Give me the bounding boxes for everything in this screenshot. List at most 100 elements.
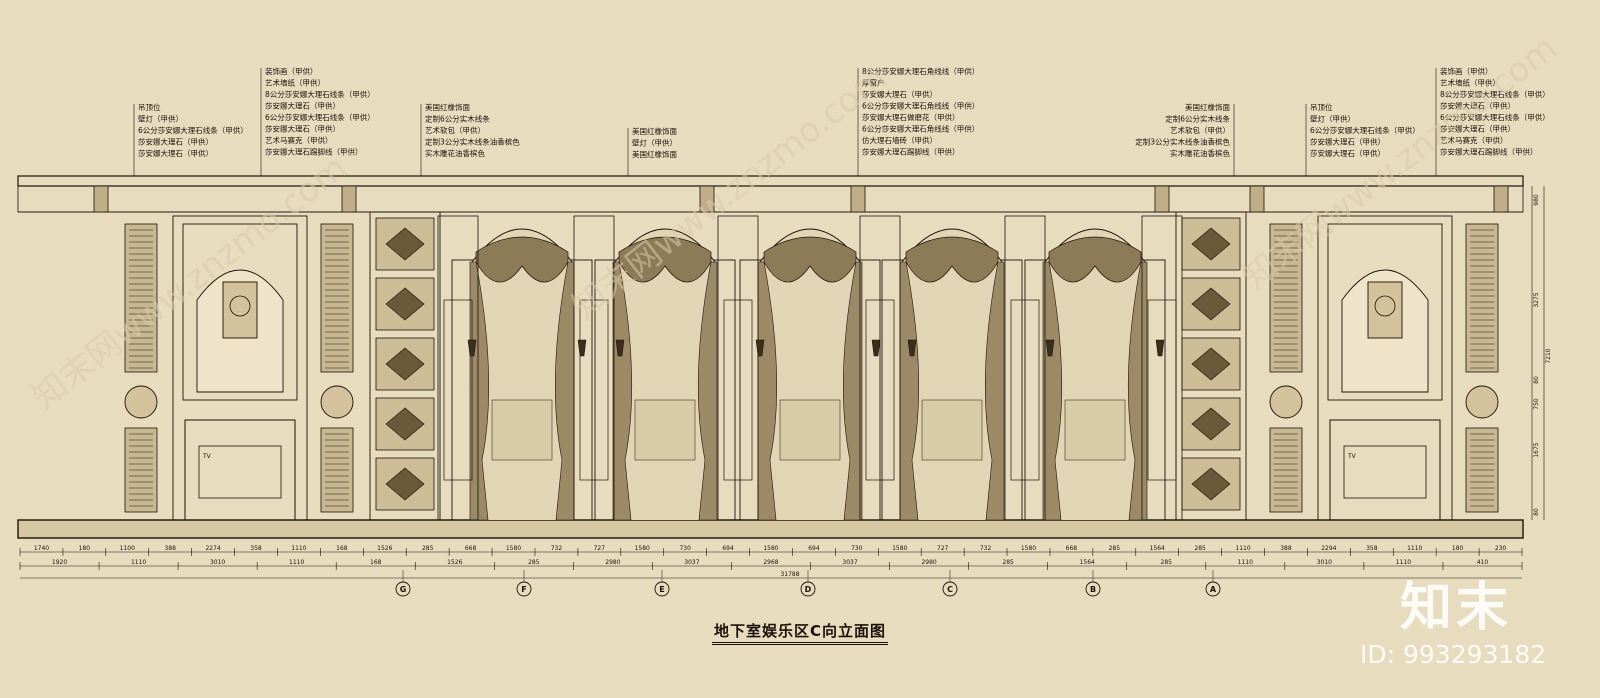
annotation-label: 莎安娜大理石（甲供） <box>1440 124 1515 134</box>
dimension-label: 1580 <box>506 545 521 552</box>
axis-bubble <box>800 581 816 597</box>
annotation-label: 6公分莎安娜大理石线条（甲供） <box>1310 125 1420 135</box>
annotation-label: 壁灯（甲供） <box>1310 114 1355 124</box>
annotation-label: 美国红橡饰面 <box>1185 102 1230 112</box>
tv-label: TV <box>1347 453 1357 460</box>
annotation-label: 实木雕花油香槟色 <box>425 148 485 158</box>
louver-panel <box>1465 223 1499 373</box>
carved-diamond <box>1191 467 1231 501</box>
cornice-ornament <box>1249 185 1265 213</box>
annotation-label: 壁灯（甲供） <box>632 138 677 148</box>
cornice-ornament <box>93 185 109 213</box>
dimension-label: 1580 <box>763 545 778 552</box>
dimension-label: 180 <box>79 545 91 552</box>
inset-panel <box>443 299 473 481</box>
annotation-label: 定制3公分实木线条油香槟色 <box>1135 137 1230 147</box>
carved-diamond <box>1191 407 1231 441</box>
dimension-label: 2980 <box>605 559 620 566</box>
valance-drape <box>618 236 712 283</box>
vertical-dimension-label: 80 <box>1533 508 1540 516</box>
dimension-label: 358 <box>250 545 262 552</box>
dimension-label: 3010 <box>210 559 225 566</box>
inset-panel <box>723 299 753 481</box>
annotation-label: 美国红橡饰面 <box>632 149 677 159</box>
annotation-label: 定制6公分实木线条 <box>1165 114 1230 124</box>
dimension-label: 1110 <box>1238 559 1253 566</box>
dimension-label: 668 <box>465 545 477 552</box>
inset-panel <box>1010 299 1040 481</box>
annotation-label: 厚窗户 <box>862 78 885 88</box>
wall-sconce-icon <box>755 339 765 357</box>
annotation-label: 艺术马赛克（甲供） <box>1440 135 1508 145</box>
dimension-label: 1110 <box>1396 559 1411 566</box>
right-curtain <box>984 261 1005 521</box>
carved-diamond <box>1191 347 1231 381</box>
sheer-lattice <box>1064 399 1126 461</box>
dimension-label: 3010 <box>1317 559 1332 566</box>
carved-diamond <box>385 227 425 261</box>
dimension-label: 388 <box>1280 545 1292 552</box>
annotation-label: 壁灯（甲供） <box>138 114 183 124</box>
wall-sconce-icon <box>467 339 477 357</box>
pilaster-panel <box>573 215 615 521</box>
annotation-label: 艺术墙纸（甲供） <box>265 78 325 88</box>
sheer-lattice <box>634 399 696 461</box>
dimension-label: 1564 <box>1080 559 1095 566</box>
dimension-label: 3037 <box>684 559 699 566</box>
dimension-label: 3037 <box>842 559 857 566</box>
dimension-label: 168 <box>336 545 348 552</box>
medallion <box>124 385 158 419</box>
annotation-label: 莎安娜大理石踢脚线（甲供） <box>862 147 960 157</box>
annotation-label: 莎安娜大理石（甲供） <box>265 101 340 111</box>
pilaster-panel <box>1004 215 1046 521</box>
carved-diamond <box>385 347 425 381</box>
dimension-label: 1110 <box>1235 545 1250 552</box>
cornice-ornament <box>699 185 715 213</box>
annotation-label: 8公分莎安娜大理石线条（甲供） <box>265 89 375 99</box>
axis-bubble <box>516 581 532 597</box>
annotation-label: 吊顶位 <box>1310 102 1333 112</box>
annotation-label: 莎安娜大理石（甲供） <box>1310 137 1385 147</box>
tv-screen <box>1343 445 1427 499</box>
dimension-label: 694 <box>722 545 734 552</box>
dimension-label: 1564 <box>1150 545 1165 552</box>
dimension-label: 410 <box>1477 559 1489 566</box>
medallion <box>1269 385 1303 419</box>
axis-bubble <box>395 581 411 597</box>
axis-bubble <box>654 581 670 597</box>
cornice-ornament <box>850 185 866 213</box>
annotation-label: 8公分莎安娜大理石线条（甲供） <box>1440 89 1550 99</box>
pilaster-panel <box>1141 215 1183 521</box>
dimension-label: 1920 <box>52 559 67 566</box>
dimension-label: 1110 <box>131 559 146 566</box>
annotation-label: 莎安娜大理石（甲供） <box>138 137 213 147</box>
annotation-label: 艺术墙纸（甲供） <box>1440 78 1500 88</box>
louver-panel <box>124 223 158 373</box>
dimension-label: 285 <box>528 559 540 566</box>
dimension-label: 1580 <box>635 545 650 552</box>
dimension-label: 1580 <box>892 545 907 552</box>
vertical-dimension-label: 1675 <box>1533 442 1540 457</box>
sheer-lattice <box>921 399 983 461</box>
annotation-label: 定制6公分实木线条 <box>425 114 490 124</box>
wall-sconce-icon <box>577 339 587 357</box>
louver-panel <box>320 223 354 373</box>
dimension-label: 727 <box>937 545 949 552</box>
annotation-label: 6公分莎安娜大理石线条（甲供） <box>265 112 375 122</box>
axis-label: E <box>659 585 664 594</box>
annotation-label: 艺术马赛克（甲供） <box>265 135 333 145</box>
dimension-label: 285 <box>422 545 434 552</box>
carved-diamond <box>385 407 425 441</box>
annotation-label: 莎安娜大理石做磨花（甲供） <box>862 112 960 122</box>
dimension-label: 285 <box>1109 545 1121 552</box>
wall-sconce-icon <box>1155 339 1165 357</box>
annotation-label: 6公分莎安娜大理石线条（甲供） <box>1440 112 1550 122</box>
dimension-label: 668 <box>1066 545 1078 552</box>
tv-label: TV <box>202 453 212 460</box>
annotation-label: 艺术软包（甲供） <box>425 125 485 135</box>
painting-tree-icon <box>1374 295 1396 317</box>
dimension-label: 2294 <box>1321 545 1336 552</box>
dimension-label: 1526 <box>377 545 392 552</box>
carved-diamond <box>385 287 425 321</box>
